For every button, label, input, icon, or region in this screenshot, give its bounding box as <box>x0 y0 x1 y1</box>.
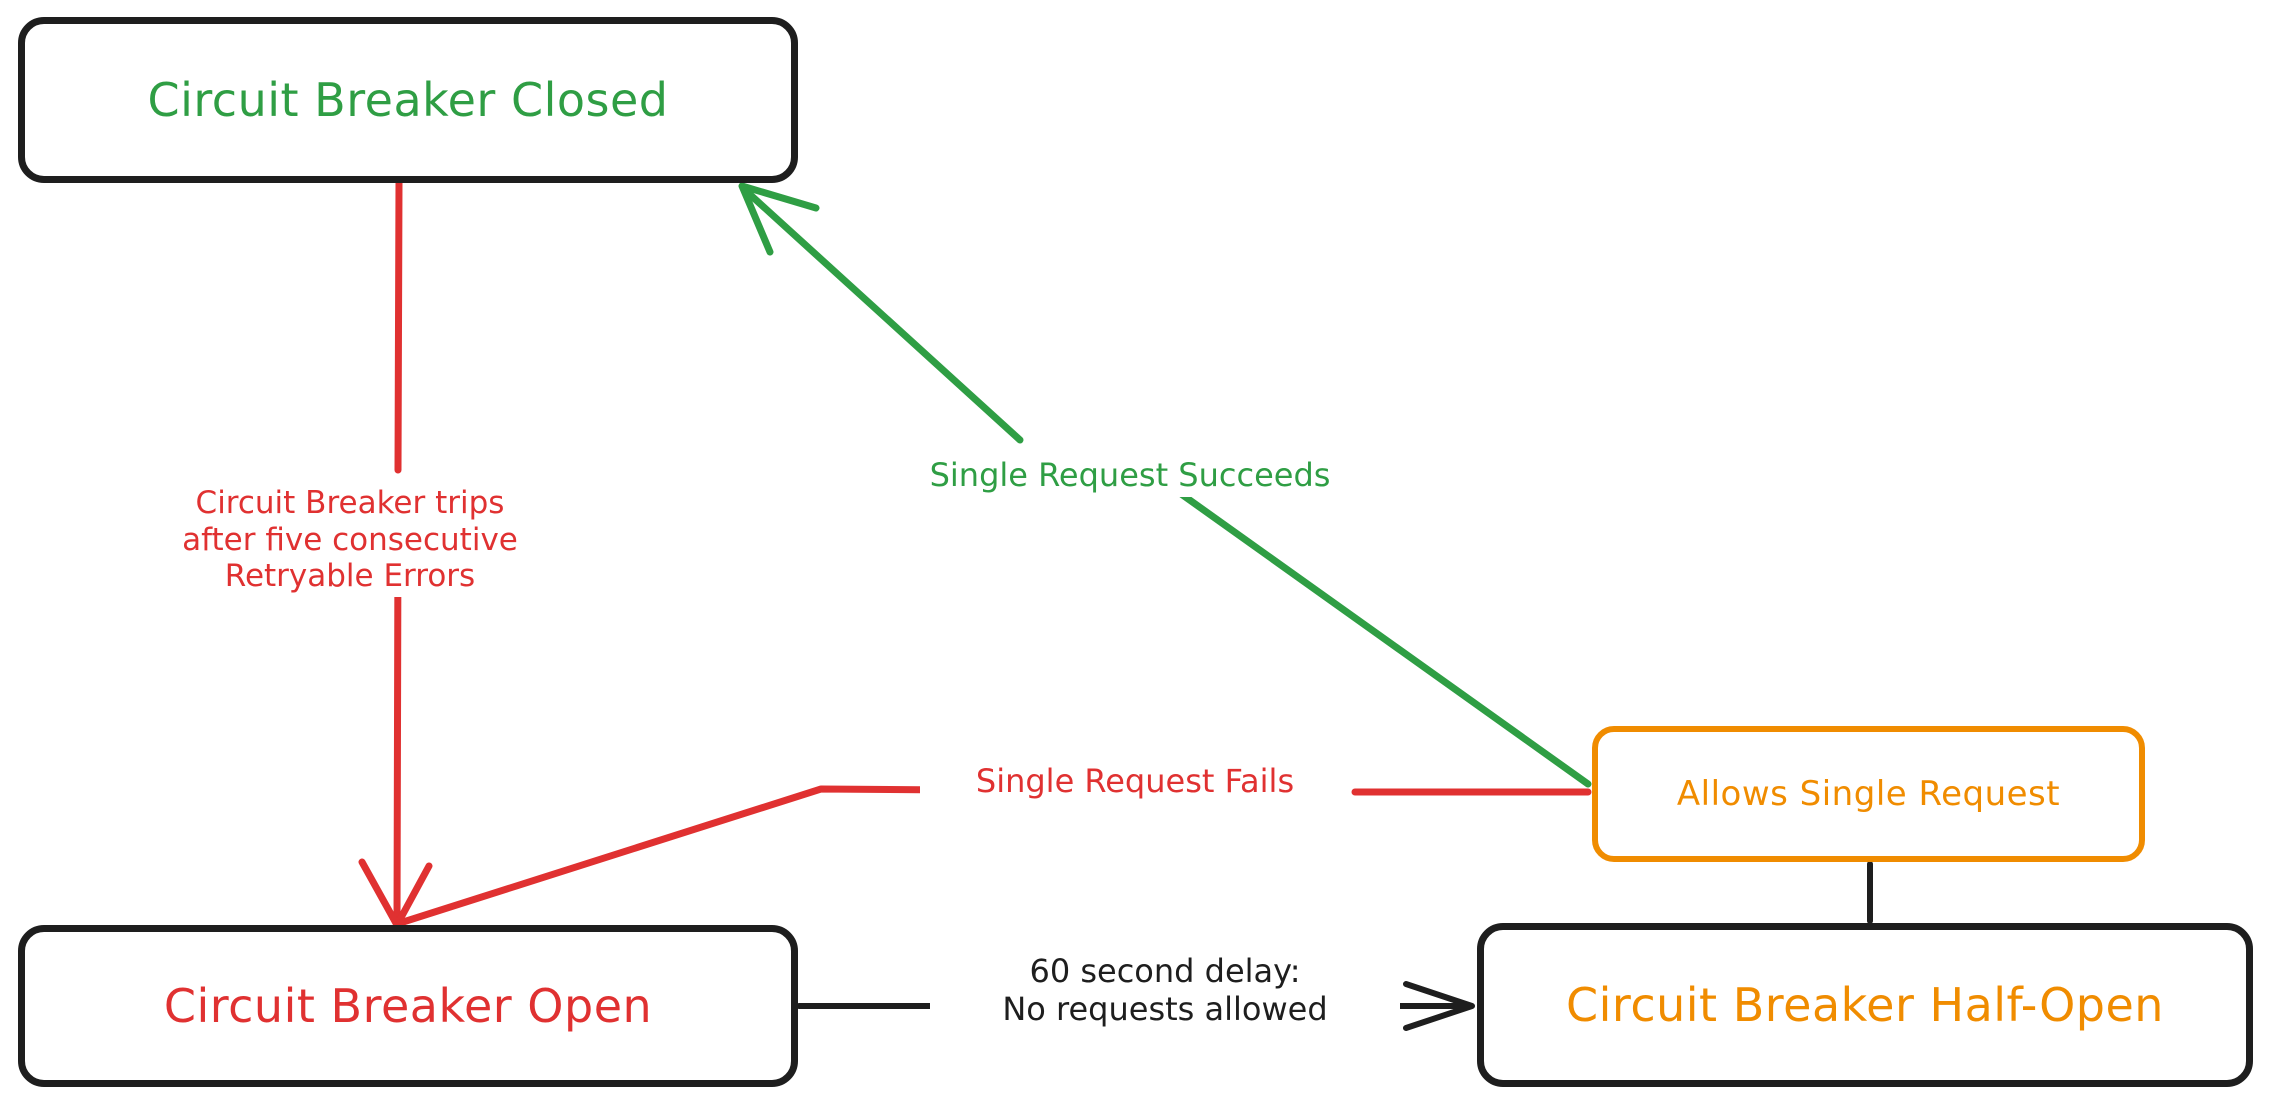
node-circuit-breaker-half-open[interactable]: Circuit Breaker Half-Open <box>1477 923 2253 1087</box>
edge-label-single-request-fails: Single Request Fails <box>920 761 1350 803</box>
node-label-closed: Circuit Breaker Closed <box>147 73 669 127</box>
node-label-open: Circuit Breaker Open <box>163 979 653 1033</box>
node-label-half-open: Circuit Breaker Half-Open <box>1566 978 2164 1032</box>
node-circuit-breaker-open[interactable]: Circuit Breaker Open <box>18 925 798 1087</box>
edge-allows-to-open <box>396 785 1592 927</box>
edge-label-circuit-breaker-trips: Circuit Breaker trips after five consecu… <box>150 483 550 597</box>
node-label-allows-single-request: Allows Single Request <box>1676 774 2061 814</box>
node-allows-single-request[interactable]: Allows Single Request <box>1592 726 2145 862</box>
node-circuit-breaker-closed[interactable]: Circuit Breaker Closed <box>18 17 798 183</box>
edge-label-60-second-delay: 60 second delay: No requests allowed <box>930 951 1400 1031</box>
edge-label-single-request-succeeds: Single Request Succeeds <box>880 455 1380 497</box>
